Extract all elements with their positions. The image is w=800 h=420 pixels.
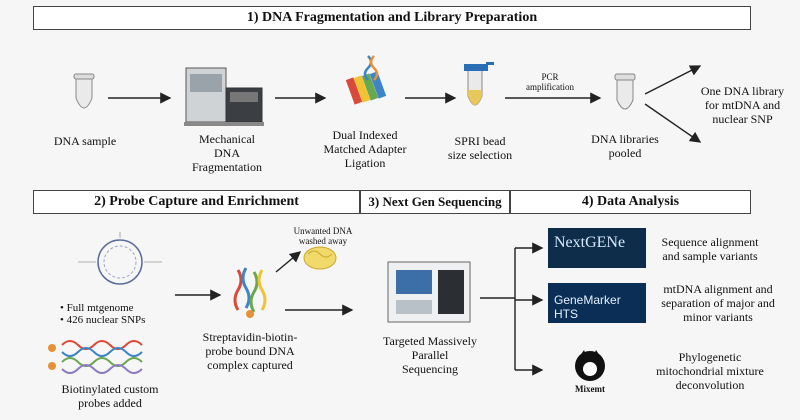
- unwanted-dna-label: Unwanted DNA washed away: [293, 226, 353, 246]
- section2-title: 2) Probe Capture and Enrichment: [94, 194, 299, 209]
- step-spri-label: SPRI bead size selection: [447, 134, 513, 162]
- section4-header-box: [510, 190, 751, 214]
- tube-icon: [73, 73, 95, 109]
- step-fragmentation-label: Mechanical DNA Fragmentation: [192, 132, 262, 174]
- unwanted-dna-icon: [303, 246, 337, 270]
- section2-header-box: [33, 190, 360, 214]
- pooled-tube-icon: [614, 73, 636, 110]
- bullet-nuclear-snps: • 426 nuclear SNPs: [60, 314, 146, 326]
- tool-nextgene-label: Sequence alignment and sample variants: [661, 235, 759, 263]
- capture-label: Streptavidin-biotin- probe bound DNA com…: [202, 330, 298, 372]
- probes-icon: [48, 340, 143, 374]
- pcr-label: PCR amplification: [526, 72, 574, 92]
- captured-complex-icon: [233, 267, 267, 318]
- section4-title: 4) Data Analysis: [581, 194, 680, 209]
- mtgenome-map-icon: [78, 232, 162, 285]
- step-ligation-label: Dual Indexed Matched Adapter Ligation: [323, 128, 407, 170]
- output-library-label: One DNA library for mtDNA and nuclear SN…: [700, 84, 785, 126]
- bullet-full-mtgenome: • Full mtgenome: [60, 302, 134, 314]
- section3-title: 3) Next Gen Sequencing: [368, 194, 502, 209]
- step-dna-sample-label: DNA sample: [53, 134, 117, 148]
- sonicator-icon: [184, 67, 264, 126]
- mixemt-logo-label: Mixemt: [575, 384, 605, 394]
- tool-genemarker-label: mtDNA alignment and separation of major …: [661, 282, 775, 324]
- sequencing-label: Targeted Massively Parallel Sequencing: [383, 334, 477, 376]
- section1-header-box: [33, 6, 751, 30]
- genemarker-logo: GeneMarker HTS: [548, 283, 646, 323]
- adapter-ligation-icon: [345, 55, 387, 105]
- genemarker-logo-text: GeneMarker HTS: [554, 293, 621, 321]
- step-pooled-label: DNA libraries pooled: [591, 132, 659, 160]
- nextgene-logo: NextGENe: [548, 228, 646, 268]
- probes-label: Biotinylated custom probes added: [61, 382, 159, 410]
- tool-mixemt-label: Phylogenetic mitochondrial mixture decon…: [656, 350, 764, 392]
- nextgene-logo-text: NextGENe: [554, 234, 626, 251]
- bullet-text: 426 nuclear SNPs: [66, 314, 146, 326]
- section3-header-box: [360, 190, 510, 214]
- sequencer-icon: [387, 261, 471, 323]
- bullet-text: Full mtgenome: [66, 302, 134, 314]
- mixemt-github-icon: [575, 350, 605, 381]
- spri-tube-icon: [464, 62, 494, 106]
- section1-title: 1) DNA Fragmentation and Library Prepara…: [246, 10, 538, 25]
